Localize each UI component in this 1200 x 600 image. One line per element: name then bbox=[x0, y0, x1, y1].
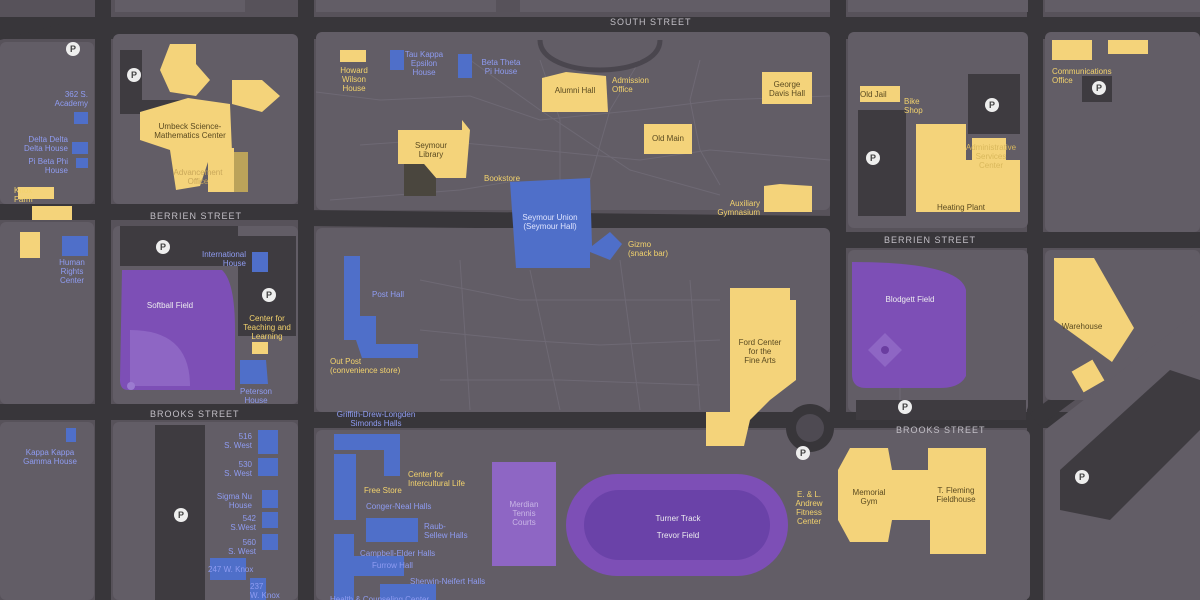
label-fleming-fieldhouse[interactable]: T. Fleming Fieldhouse bbox=[936, 486, 976, 504]
label-blodgett-field[interactable]: Blodgett Field bbox=[885, 295, 935, 304]
label-sigma-nu-house[interactable]: Sigma Nu House bbox=[216, 492, 252, 510]
label-ford-center[interactable]: Ford Center for the Fine Arts bbox=[738, 338, 782, 365]
label-merdian-tennis-courts[interactable]: Merdian Tennis Courts bbox=[509, 500, 539, 527]
label-old-jail[interactable]: Old Jail bbox=[860, 90, 887, 99]
parking-icon[interactable]: P bbox=[866, 151, 880, 165]
label-international-house[interactable]: International House bbox=[201, 250, 246, 268]
label-conger-neal[interactable]: Conger-Neal Halls bbox=[366, 502, 432, 511]
parking-icon[interactable]: P bbox=[174, 508, 188, 522]
label-530-s-west[interactable]: 530 S. West bbox=[224, 460, 252, 478]
parking-icon[interactable]: P bbox=[262, 288, 276, 302]
label-heating-plant[interactable]: Heating Plant bbox=[936, 203, 986, 212]
label-auxiliary-gymnasium[interactable]: Auxiliary Gymnasium bbox=[717, 199, 760, 217]
label-knox-farm[interactable]: Knox Farm bbox=[14, 186, 33, 204]
label-alumni-hall[interactable]: Alumni Hall bbox=[554, 86, 596, 95]
label-247-w-knox[interactable]: 247 W. Knox bbox=[208, 565, 254, 574]
label-seymour-library[interactable]: Seymour Library bbox=[414, 141, 447, 159]
label-turner-track[interactable]: Turner Track bbox=[655, 514, 701, 523]
label-tau-kappa-epsilon[interactable]: Tau Kappa Epsilon House bbox=[404, 50, 444, 77]
label-542-s-west[interactable]: 542 S.West bbox=[230, 514, 256, 532]
label-old-main[interactable]: Old Main bbox=[651, 134, 684, 143]
label-raub-sellew[interactable]: Raub- Sellew Halls bbox=[424, 522, 468, 540]
label-sherwin-neifert[interactable]: Sherwin-Neifert Halls bbox=[410, 577, 486, 586]
parking-icon[interactable]: P bbox=[127, 68, 141, 82]
label-human-rights-center[interactable]: Human Rights Center bbox=[59, 258, 85, 285]
label-center-teaching-learning[interactable]: Center for Teaching and Learning bbox=[243, 314, 291, 341]
academic-buildings bbox=[18, 40, 1148, 554]
label-delta-delta-delta[interactable]: Delta Delta Delta House bbox=[23, 135, 68, 153]
label-peterson-house[interactable]: Peterson House bbox=[239, 387, 273, 405]
label-center-intercultural-life[interactable]: Center for Intercultural Life bbox=[408, 470, 465, 488]
label-howard-wilson[interactable]: Howard Wilson House bbox=[340, 66, 368, 93]
label-out-post[interactable]: Out Post (convenience store) bbox=[330, 357, 401, 375]
label-communications-office[interactable]: Communications Office bbox=[1052, 67, 1112, 85]
label-griffith-drew[interactable]: Griffith-Drew-Longden Simonds Halls bbox=[336, 410, 416, 428]
residence-buildings bbox=[62, 50, 622, 600]
label-furrow-hall[interactable]: Furrow Hall bbox=[372, 561, 413, 570]
parking-icon[interactable]: P bbox=[1092, 81, 1106, 95]
parking-icon[interactable]: P bbox=[985, 98, 999, 112]
parking-icon[interactable]: P bbox=[898, 400, 912, 414]
street-berrien-right: BERRIEN STREET bbox=[884, 235, 977, 245]
label-advancement-office[interactable]: Advancement Office bbox=[173, 168, 223, 186]
street-brooks-left: BROOKS STREET bbox=[150, 409, 240, 419]
label-softball-field[interactable]: Softball Field bbox=[146, 301, 194, 310]
label-516-s-west[interactable]: 516 S. West bbox=[224, 432, 252, 450]
street-south: SOUTH STREET bbox=[610, 17, 692, 27]
label-seymour-union[interactable]: Seymour Union (Seymour Hall) bbox=[522, 213, 578, 231]
athletic-fields bbox=[120, 262, 966, 576]
label-pi-beta-phi[interactable]: Pi Beta Phi House bbox=[28, 157, 68, 175]
label-beta-theta-pi[interactable]: Beta Theta Pi House bbox=[481, 58, 521, 76]
label-warehouse[interactable]: Warehouse bbox=[1061, 322, 1103, 331]
label-george-davis-hall[interactable]: George Davis Hall bbox=[768, 80, 805, 98]
label-560-s-west[interactable]: 560 S. West bbox=[228, 538, 256, 556]
label-362-academy[interactable]: 362 S. Academy bbox=[54, 90, 88, 108]
street-berrien-left: BERRIEN STREET bbox=[150, 211, 243, 221]
label-gizmo[interactable]: Gizmo (snack bar) bbox=[628, 240, 669, 258]
parking-icon[interactable]: P bbox=[796, 446, 810, 460]
parking-icon[interactable]: P bbox=[156, 240, 170, 254]
label-memorial-gym[interactable]: Memorial Gym bbox=[852, 488, 886, 506]
annex-shadow bbox=[404, 164, 436, 196]
label-kappa-kappa-gamma[interactable]: Kappa Kappa Gamma House bbox=[23, 448, 77, 466]
label-umbeck[interactable]: Umbeck Science- Mathematics Center bbox=[154, 122, 226, 140]
parking-icon[interactable]: P bbox=[1075, 470, 1089, 484]
label-free-store[interactable]: Free Store bbox=[364, 486, 402, 495]
label-237-w-knox[interactable]: 237 W. Knox bbox=[250, 582, 280, 600]
label-bookstore[interactable]: Bookstore bbox=[484, 174, 521, 183]
street-brooks-right: BROOKS STREET bbox=[896, 425, 986, 435]
label-admission-office[interactable]: Admission Office bbox=[612, 76, 649, 94]
label-bike-shop[interactable]: Bike Shop bbox=[904, 97, 923, 115]
label-trevor-field[interactable]: Trevor Field bbox=[656, 531, 700, 540]
parking-icon[interactable]: P bbox=[66, 42, 80, 56]
label-administrative-services[interactable]: Administrative Services Center bbox=[965, 143, 1017, 170]
label-campbell-elder[interactable]: Campbell-Elder Halls bbox=[360, 549, 436, 558]
label-post-hall[interactable]: Post Hall bbox=[372, 290, 405, 299]
label-andrew-fitness-center[interactable]: E. & L. Andrew Fitness Center bbox=[795, 490, 823, 526]
label-health-counseling[interactable]: Health & Counseling Center bbox=[330, 595, 430, 600]
